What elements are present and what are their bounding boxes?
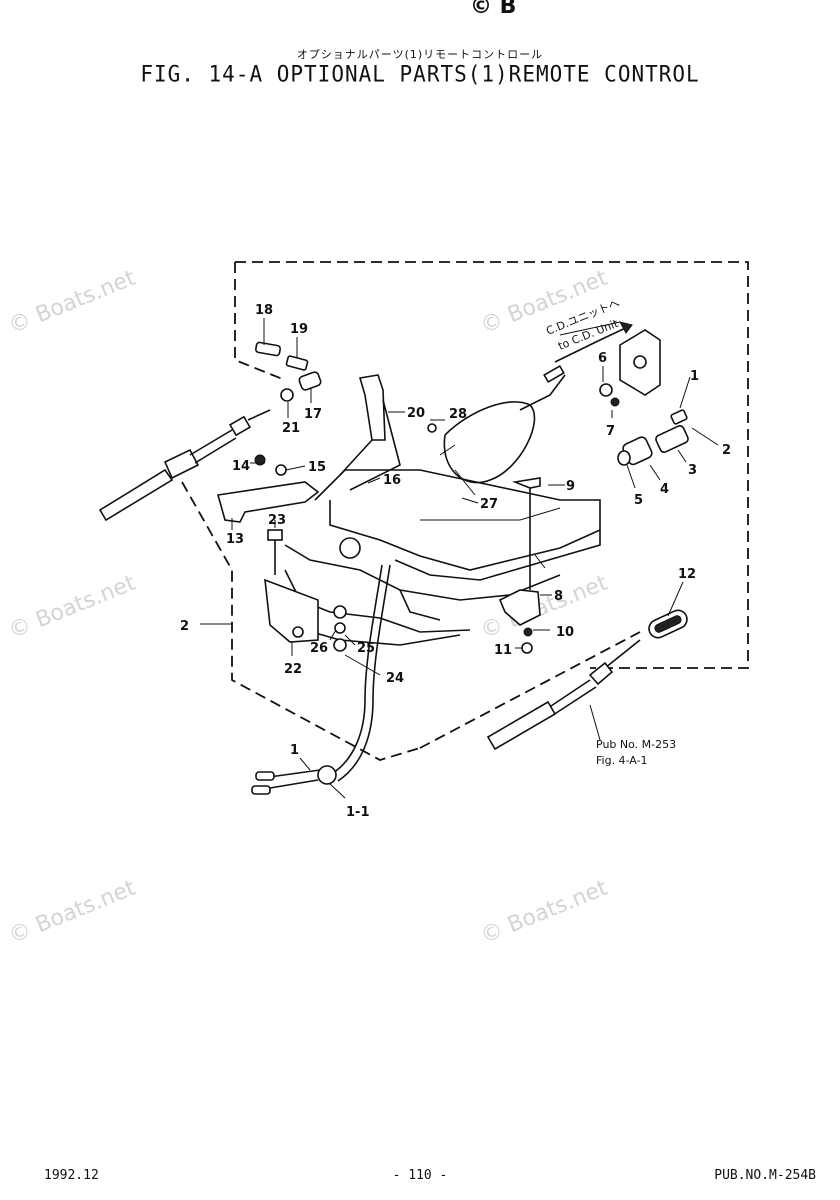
part-number: 4: [660, 482, 669, 497]
bracket-13: [216, 454, 320, 523]
part-number: 1: [690, 369, 699, 384]
part-number: 18: [255, 303, 273, 318]
part-number: 26: [310, 641, 328, 656]
footer-pub-number: PUB.NO.M-254B: [714, 1168, 816, 1183]
part-number: 1: [290, 743, 299, 758]
part-number: 13: [226, 532, 244, 547]
figure-title: FIG. 14-A OPTIONAL PARTS(1)REMOTE CONTRO…: [140, 61, 700, 87]
bracket-8: [498, 477, 541, 654]
footer-date: 1992.12: [44, 1168, 99, 1183]
part-number: 2: [180, 619, 189, 634]
part-number: 25: [357, 641, 375, 656]
fig-reference: Fig. 4-A-1: [596, 754, 648, 767]
cable-12: [486, 609, 688, 751]
pin-parts: [254, 341, 322, 402]
part-number: 17: [304, 407, 322, 422]
copyright-mark: © B: [470, 0, 517, 19]
engine-frame: [284, 469, 601, 646]
figure-subtitle-jp: オプショナルパーツ(1)リモートコントロール: [296, 48, 544, 61]
part-number: 14: [232, 459, 250, 474]
leader-lines: [231, 318, 719, 799]
part-number: 1-1: [346, 805, 370, 820]
part-number: 19: [290, 322, 308, 337]
bracket-22: [264, 529, 347, 652]
control-cable: [329, 564, 391, 782]
pub-reference: Pub No. M-253: [596, 738, 676, 751]
part-number: 8: [554, 589, 563, 604]
part-number: 6: [598, 351, 607, 366]
part-number: 15: [308, 460, 326, 475]
part-number: 23: [268, 513, 286, 528]
right-parts: [599, 329, 689, 466]
part-number: 27: [480, 497, 498, 512]
part-number: 16: [383, 473, 401, 488]
part-number: 2: [722, 443, 731, 458]
footer-page-number: - 110 -: [392, 1168, 448, 1183]
wiring-harness: [427, 364, 566, 496]
part-number: 3: [688, 463, 697, 478]
part-number: 20: [407, 406, 425, 421]
lever-20: [339, 374, 401, 491]
assembly-boundary: [181, 261, 749, 761]
part-number: 10: [556, 625, 574, 640]
part-number: 28: [449, 407, 467, 422]
left-cable: [98, 409, 271, 522]
part-number: 22: [284, 662, 302, 677]
part-numbers: 18 19 17 21 20 28 14 15 16 13 27 23 22 2…: [180, 303, 731, 820]
harness-1: [251, 765, 337, 795]
part-number: 24: [386, 671, 404, 686]
part-number: 7: [606, 424, 615, 439]
part-number: 12: [678, 567, 696, 582]
part-number: 21: [282, 421, 300, 436]
part-number: 5: [634, 493, 643, 508]
part-number: 11: [494, 643, 512, 658]
part-number: 9: [566, 479, 575, 494]
cd-unit-arrow: [554, 321, 633, 363]
